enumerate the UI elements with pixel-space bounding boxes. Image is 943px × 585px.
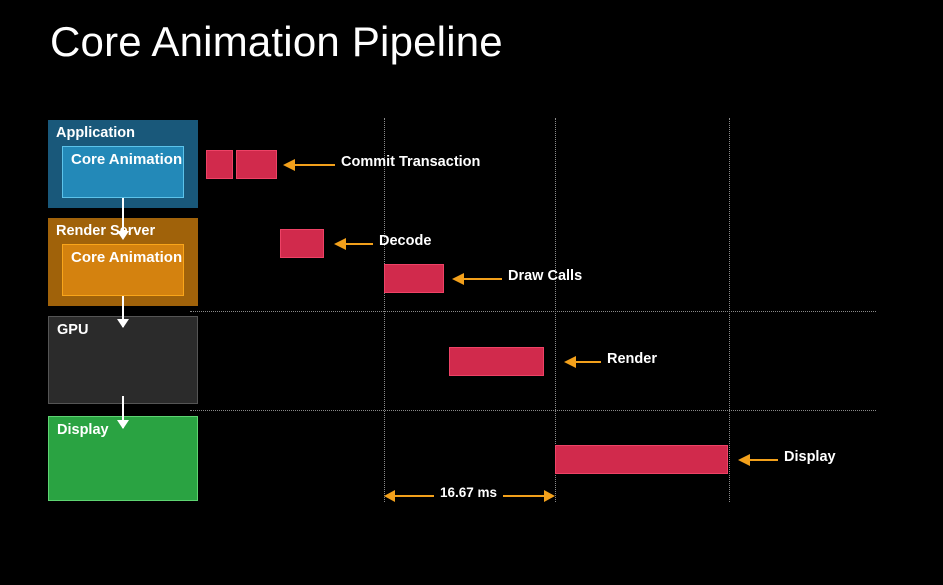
gridline-vertical-1 <box>384 118 385 502</box>
callout-line-decode <box>346 243 373 246</box>
callout-line-commit-transaction <box>295 164 335 167</box>
timeline-bar-commit-transaction-a <box>206 150 233 179</box>
callout-arrow-commit-transaction <box>283 159 295 171</box>
timeline-bar-decode <box>280 229 324 258</box>
stage-box-application: Application Core Animation <box>48 120 198 208</box>
gridline-horizontal-2 <box>190 410 876 411</box>
gridline-vertical-2 <box>555 118 556 502</box>
inner-label-core-animation-render-server: Core Animation <box>71 249 183 266</box>
gridline-horizontal-1 <box>190 311 876 312</box>
stage-label-render-server: Render Server <box>56 223 156 239</box>
measure-arrow-right-icon <box>544 490 555 502</box>
callout-line-render <box>576 361 601 364</box>
connector-arrow-render-server-to-gpu <box>117 319 129 328</box>
timeline-bar-commit-transaction-b <box>236 150 277 179</box>
callout-label-draw-calls: Draw Calls <box>508 268 583 284</box>
gridline-vertical-3 <box>729 118 730 502</box>
stage-label-application: Application <box>56 125 135 141</box>
timeline-bar-display <box>555 445 728 474</box>
inner-label-core-animation-application: Core Animation <box>71 151 183 168</box>
stage-box-gpu: GPU <box>48 316 198 404</box>
stage-box-display: Display <box>48 416 198 501</box>
callout-line-draw-calls <box>464 278 502 281</box>
stage-label-gpu: GPU <box>57 322 89 338</box>
frame-duration-measurement: 16.67 ms <box>384 485 555 506</box>
callout-line-display <box>750 459 778 462</box>
page-title: Core Animation Pipeline <box>50 18 503 65</box>
inner-box-core-animation-application: Core Animation <box>62 146 184 198</box>
connector-arrow-application-to-render-server <box>117 231 129 240</box>
connector-line-render-server-to-gpu <box>122 296 124 327</box>
callout-label-render: Render <box>607 351 657 367</box>
callout-label-decode: Decode <box>379 233 432 249</box>
callout-label-display: Display <box>784 449 836 465</box>
callout-label-commit-transaction: Commit Transaction <box>341 154 481 170</box>
callout-arrow-render <box>564 356 576 368</box>
connector-line-gpu-to-display <box>122 396 124 428</box>
timeline-bar-draw-calls <box>384 264 444 293</box>
callout-arrow-display <box>738 454 750 466</box>
callout-arrow-decode <box>334 238 346 250</box>
stage-label-display: Display <box>57 422 109 438</box>
connector-arrow-gpu-to-display <box>117 420 129 429</box>
measure-label: 16.67 ms <box>434 485 504 500</box>
callout-arrow-draw-calls <box>452 273 464 285</box>
timeline-bar-render <box>449 347 544 376</box>
inner-box-core-animation-render-server: Core Animation <box>62 244 184 296</box>
measure-arrow-left-icon <box>384 490 395 502</box>
stage-box-render-server: Render Server Core Animation <box>48 218 198 306</box>
connector-line-application-to-render-server <box>122 198 124 231</box>
